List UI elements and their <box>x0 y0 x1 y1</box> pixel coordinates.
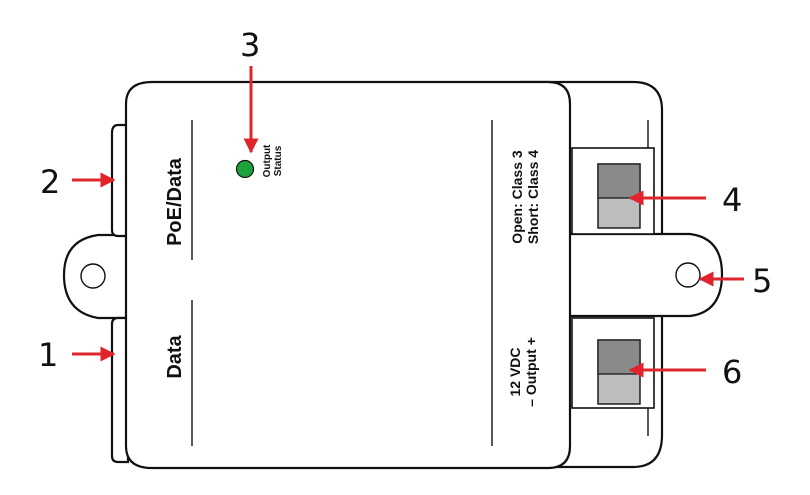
led-label-line2: Status <box>273 145 284 176</box>
class-label-line2: Short: Class 4 <box>525 150 541 244</box>
terminal-block-top <box>571 147 655 235</box>
callout-number-3: 3 <box>240 26 260 64</box>
callout-number-4: 4 <box>722 181 742 219</box>
callout-number-6: 6 <box>722 353 742 391</box>
output-label-line2: – Output + <box>523 337 539 407</box>
status-led-icon <box>235 159 255 179</box>
output-label-line1: 12 VDC <box>507 347 523 396</box>
terminal-block-bottom <box>571 317 655 409</box>
callout-number-5: 5 <box>752 262 772 300</box>
left-port-notches <box>110 123 130 464</box>
mounting-hole-icon <box>80 263 106 289</box>
port-label-data: Data <box>164 334 186 378</box>
class-label-line1: Open: Class 3 <box>509 150 525 244</box>
led-label-line1: Output <box>262 144 273 177</box>
left-mounting-ear <box>62 233 130 320</box>
port-label-poe-data: PoE/Data <box>164 157 186 246</box>
main-body <box>124 80 572 470</box>
callout-number-1: 1 <box>38 336 58 374</box>
callout-number-2: 2 <box>40 163 60 201</box>
right-mounting-ear <box>558 232 724 318</box>
